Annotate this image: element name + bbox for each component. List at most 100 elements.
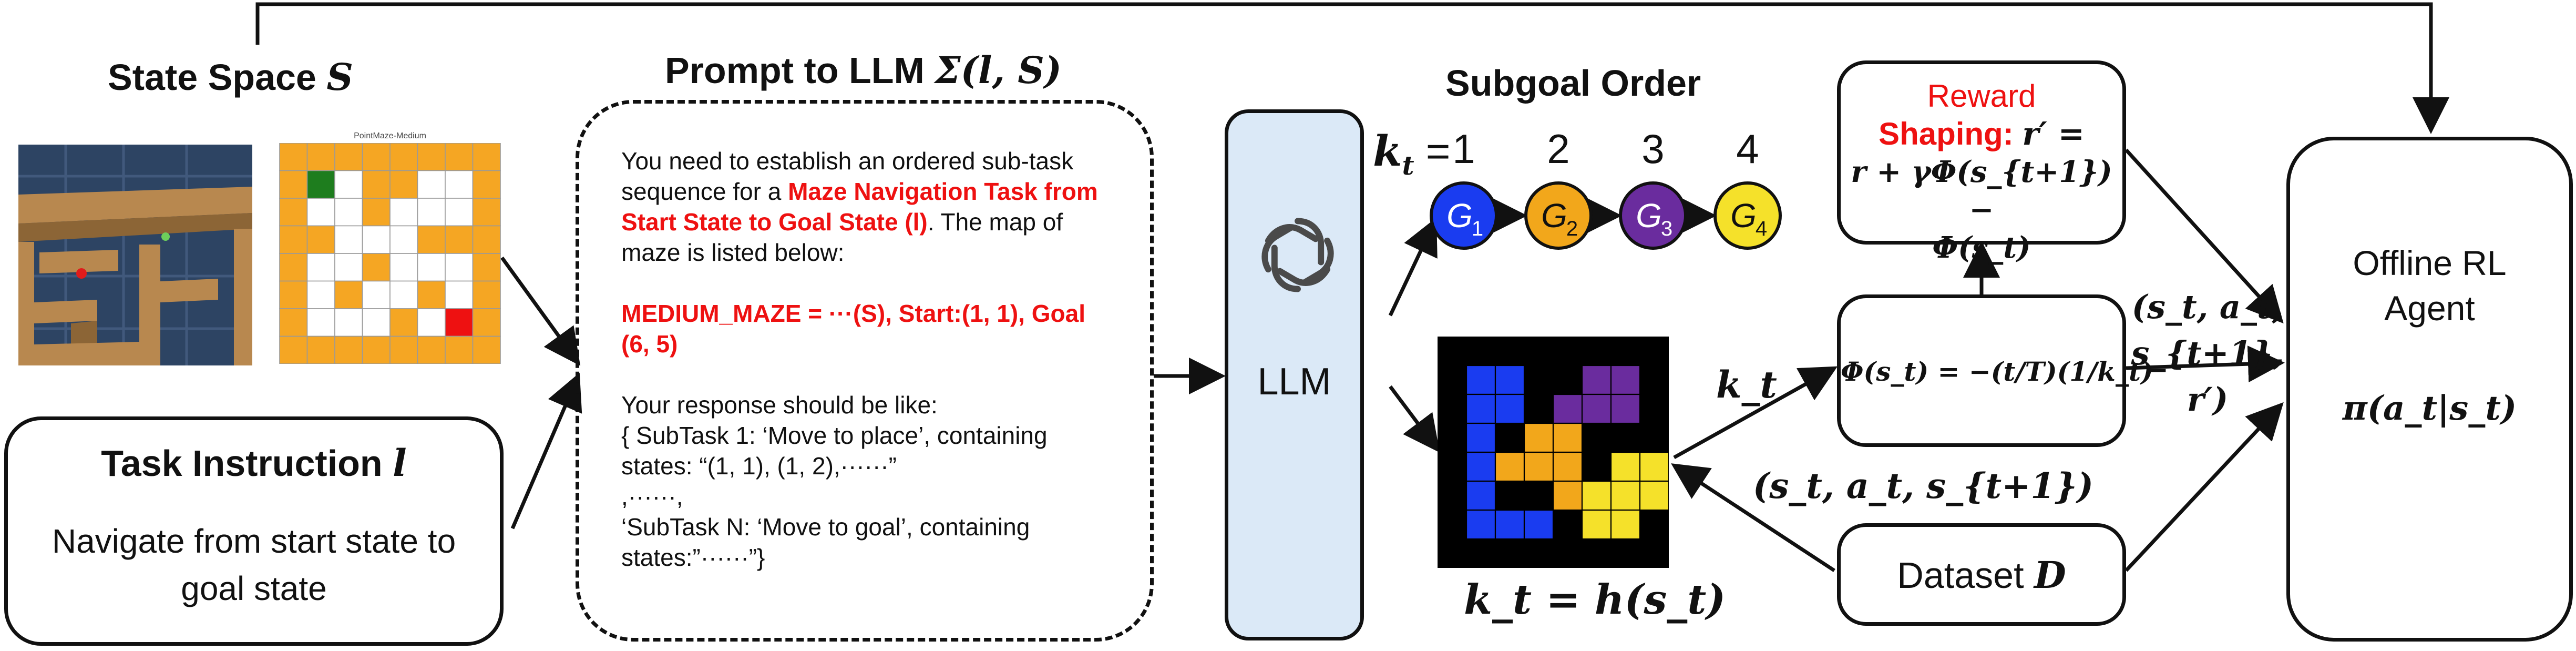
agent-input-label: (s_t, a_t, s_{t+1}, r′) [2129,284,2286,423]
subgoal-grid-cell [1494,364,1525,395]
llm-label: LLM [1257,361,1331,403]
subgoal-grid [1438,337,1669,568]
subgoal-order-number: 3 [1641,126,1664,172]
maze-cell [306,253,335,282]
dataset-label-text: Dataset [1897,555,2034,596]
reward-formula-3: Φ(s_t) [1932,230,2031,265]
subgoal-grid-cell [1552,451,1583,482]
maze-3d-image [18,145,252,365]
agent-ball [76,268,87,279]
state-space-title-text: State Space [108,57,327,98]
maze-cell [445,280,474,309]
prompt-paragraph-5: ,······, [621,483,683,510]
potential-box: Φ(s_t) = −(t/T)(1/k_t) [1837,294,2153,447]
maze-cell [306,335,335,364]
subgoal-grid-cell [1552,480,1583,511]
maze-cell [362,253,391,282]
maze-cell [279,198,308,227]
maze-cell [445,170,474,199]
subgoal-grid-cell [1523,509,1554,540]
reward-formula-1: r′ = [2022,116,2085,152]
dataset-symbol: D [2034,553,2066,597]
prompt-title-text: Prompt to LLM [665,50,935,91]
maze-cell [306,308,335,337]
maze-grid-image [279,143,501,364]
maze-cell [362,143,391,171]
subgoal-node [1713,181,1782,250]
subgoal-node-label: G [1541,197,1567,235]
maze-cell [417,225,446,254]
subgoal-grid-cell [1639,480,1669,511]
subgoal-grid-cell [1523,422,1554,453]
maze-cell [389,143,418,171]
subgoal-order-number: 1 [1452,126,1475,172]
dataset-box: Dataset D [1837,523,2126,626]
reward-formula-2: r + γΦ(s_{t+1}) − [1851,155,2112,227]
task-title-text: Task Instruction [101,443,393,484]
reward-shaping-label-1: Reward [1927,78,2036,114]
state-space-title: State Space S [108,55,353,99]
maze-cell [445,225,474,254]
maze-cell [389,308,418,337]
subgoal-grid-cell [1494,393,1525,424]
maze-cell [306,280,335,309]
prompt-box: You need to establish an ordered sub-tas… [576,100,1154,642]
maze-cell [389,198,418,227]
reward-shaping-label-2: Shaping: [1879,116,2023,151]
maze-cell [279,308,308,337]
prompt-paragraph-2: MEDIUM_MAZE = ···(S), Start:(1, 1), Goal… [621,300,1085,358]
maze-cell [472,253,501,282]
maze-cell [389,253,418,282]
subgoal-order-number: 4 [1736,126,1759,172]
llm-box: LLM [1225,109,1364,640]
arrow-reward-to-agent [2125,148,2284,324]
subgoal-node [1430,181,1498,250]
subgoal-grid-cell [1465,422,1496,453]
maze-cell [389,280,418,309]
arrow-dataset-to-agent [2125,402,2284,572]
prompt-title-symbol: Σ(l, S) [935,48,1062,92]
maze-cell [445,308,474,337]
maze-cell [417,280,446,309]
maze-cell [334,253,363,282]
maze-cell [306,225,335,254]
task-instruction-title: Task Instruction l [8,441,500,485]
subgoal-grid-cell [1552,422,1583,453]
minimap-title: PointMaze-Medium [354,131,426,140]
subgoal-grid-cell [1494,509,1525,540]
kt-equals-h: k_t = h(s_t) [1464,576,1726,624]
maze-minimap: PointMaze-Medium [274,131,506,367]
maze-cell [334,170,363,199]
agent-input-line-1: (s_t, a_t, [2131,288,2284,326]
offline-rl-agent-box: Offline RL Agent π(a_t|s_t) [2286,137,2573,642]
prompt-paragraph-6: ‘SubTask N: ‘Move to goal’, containing s… [621,513,1030,571]
subgoal-node-subscript: 3 [1661,217,1672,240]
agent-label-line-1: Offline RL [2353,243,2507,282]
maze-cell [306,170,335,199]
arrow-llm-to-grid [1389,385,1440,453]
maze-cell [417,335,446,364]
subgoal-node-label: G [1730,197,1757,235]
subgoal-grid-cell [1610,364,1641,395]
k-subscript: t [1402,150,1414,181]
subgoal-grid-cell [1465,451,1496,482]
maze-cell [279,170,308,199]
subgoal-grid-cell [1610,480,1641,511]
maze-cell [334,280,363,309]
maze-cell [362,225,391,254]
arrow-potential-to-agent [2126,345,2285,383]
subgoal-node [1524,181,1593,250]
subgoal-grid-cell [1465,393,1496,424]
subgoal-grid-cell [1610,509,1641,540]
subgoal-grid-cell [1581,364,1612,395]
goal-marker [161,232,170,241]
subgoal-grid-cell [1639,451,1669,482]
task-symbol: l [393,441,407,485]
transition-label: (s_t, a_t, s_{t+1}) [1753,465,2094,506]
prompt-p1-pre: You need to establish an ordered sub-tas… [621,147,1074,205]
subgoal-node-subscript: 1 [1472,217,1483,240]
arrow-grid-to-potential [1673,366,1838,460]
maze-cell [389,170,418,199]
maze-cell [472,143,501,171]
